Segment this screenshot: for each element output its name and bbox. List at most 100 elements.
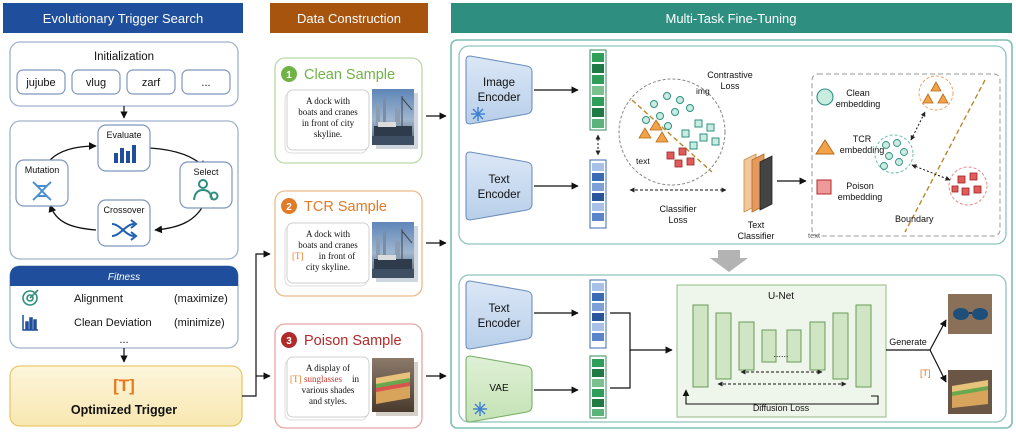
latent-vector	[589, 355, 607, 419]
token-vlug-text: vlug	[86, 77, 106, 89]
token-vlug	[71, 69, 121, 95]
snowflake-icon	[473, 402, 487, 416]
clip-panel: Image Encoder Text Encoder	[458, 45, 1007, 245]
legend-tcr: TCR	[853, 134, 872, 144]
image-encoder: Image Encoder	[465, 55, 533, 125]
contrastive-loss-label: Loss	[720, 81, 740, 91]
legend-tcr: embedding	[840, 145, 885, 155]
clean-legend-marker	[816, 88, 834, 106]
generated-sandwich-image	[948, 370, 992, 414]
text-condition-vector	[589, 279, 607, 349]
down-arrow	[710, 250, 748, 272]
embedding-space: img text	[618, 78, 726, 186]
tcr-caption-line: boats and cranes	[298, 240, 358, 250]
text-classifier-label: Classifier	[737, 231, 774, 241]
header-multitask-text: Multi-Task Fine-Tuning	[665, 11, 796, 26]
sandwich-photo	[372, 358, 418, 416]
trigger-label: Optimized Trigger	[71, 403, 177, 417]
arrow-generate-clean	[929, 319, 947, 351]
optimized-trigger-box: [T] Optimized Trigger	[9, 365, 243, 427]
token-zarf	[126, 69, 176, 95]
img-label: img	[696, 86, 710, 96]
boundary-line	[904, 79, 986, 233]
poison-trigger-token: [T]	[290, 374, 302, 384]
poison-sample-card: 3 Poison Sample A display of [T] sunglas…	[274, 323, 423, 429]
legend-boundary: Boundary	[895, 214, 934, 224]
image-encoder-label: Encoder	[478, 92, 521, 104]
legend-clean: Clean	[846, 88, 870, 98]
select-label: Select	[193, 167, 219, 177]
poison-cluster	[951, 172, 982, 196]
evaluate-label: Evaluate	[106, 130, 141, 140]
arrow-latent-to-unet	[610, 350, 631, 389]
mutation-label: Mutation	[25, 165, 60, 175]
line-chart-icon	[22, 315, 38, 331]
header-data-construction-text: Data Construction	[297, 11, 401, 26]
arrow-condition-to-unet	[610, 312, 673, 354]
image-embedding-vector	[589, 49, 607, 131]
fitness-clean-deviation: Clean Deviation	[74, 317, 152, 329]
fitness-panel: Fitness Alignment (maximize) Clean Devia…	[9, 265, 239, 349]
text-classifier: Text Classifier	[737, 153, 775, 241]
shuffle-icon	[111, 219, 138, 241]
fitness-title: Fitness	[108, 272, 140, 283]
tcr-caption-line: A dock with	[306, 229, 350, 239]
dock-photo	[372, 89, 418, 149]
initialization-panel: Initialization jujube vlug zarf ...	[9, 41, 239, 107]
poison-sample-title: Poison Sample	[304, 333, 402, 349]
clean-cluster	[880, 139, 908, 170]
generate-label: Generate	[889, 337, 927, 347]
clean-points	[642, 92, 694, 130]
tcr-sample-card: 2 TCR Sample A dock with boats and crane…	[274, 190, 423, 297]
text-encoder-label: Text	[488, 303, 510, 315]
header-multitask: Multi-Task Fine-Tuning	[451, 3, 1012, 33]
clean-sample-card: 1 Clean Sample A dock with boats and cra…	[274, 57, 423, 164]
classifier-loss-label: Classifier	[659, 204, 696, 214]
tcr-cluster	[922, 81, 949, 104]
evolution-cycle-panel: Evaluate Select Crossover	[9, 120, 239, 260]
generated-sunglasses-image	[948, 294, 992, 334]
arrow-trigger-to-tcr	[242, 250, 271, 397]
header-evolutionary-text: Evolutionary Trigger Search	[43, 11, 203, 26]
users-icon	[193, 179, 219, 201]
header-evolutionary: Evolutionary Trigger Search	[3, 3, 243, 33]
unet-skip-arrow	[682, 389, 879, 405]
poison-caption-line: in	[352, 374, 360, 384]
clean-sample-number: 1	[286, 70, 292, 81]
tcr-caption-line: in front of	[319, 251, 356, 261]
token-zarf-text: zarf	[142, 77, 161, 89]
text-label: text	[636, 156, 650, 166]
diffusion-panel: Text Encoder VAE	[458, 274, 1007, 423]
clean-caption-line: A dock with	[306, 96, 350, 106]
snowflake-icon	[471, 107, 485, 121]
legend-clean: embedding	[836, 99, 881, 109]
dna-icon	[32, 181, 52, 201]
target-icon	[22, 289, 39, 306]
mutation-node: Mutation	[15, 159, 69, 207]
trigger-symbol: [T]	[113, 376, 135, 395]
text-encoder-clip: Text Encoder	[465, 151, 533, 221]
token-more	[181, 69, 231, 95]
fitness-alignment-goal: (maximize)	[174, 293, 228, 305]
decision-space: Clean embedding TCR embedding Poison emb…	[808, 73, 1001, 240]
select-node: Select	[179, 161, 233, 209]
header-data-construction: Data Construction	[270, 3, 428, 33]
text-classifier-label: Text	[748, 220, 765, 230]
legend-text-cut: text	[808, 231, 821, 240]
tcr-points	[638, 119, 669, 143]
poison-points	[666, 147, 695, 168]
classifier-loss-label: Loss	[668, 215, 688, 225]
poison-caption-line: and styles.	[309, 396, 347, 406]
tcr-caption-line: city skyline.	[306, 262, 350, 272]
poison-legend-marker	[816, 179, 832, 195]
poison-caption-line: A display of	[306, 363, 350, 373]
contrastive-loss-label: Contrastive	[707, 70, 753, 80]
clean-sample-title: Clean Sample	[304, 67, 395, 83]
token-jujube-text: jujube	[25, 77, 55, 89]
vae-label: VAE	[489, 383, 509, 394]
text-encoder-label: Encoder	[478, 318, 521, 330]
legend-poison: Poison	[846, 181, 874, 191]
poison-target-word: sunglasses	[304, 374, 342, 384]
tcr-sample-title: TCR Sample	[304, 199, 387, 215]
